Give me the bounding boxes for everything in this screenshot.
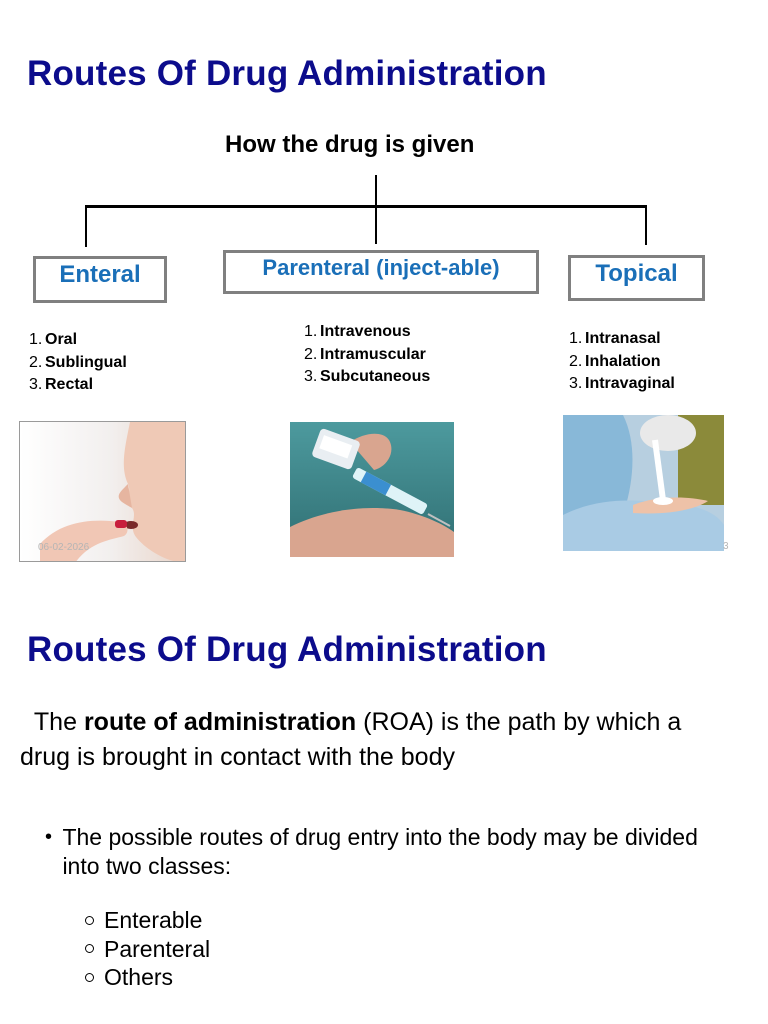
list-item: 1.Oral [29, 331, 78, 348]
category-box-parenteral: Parenteral (inject-able) [223, 250, 539, 294]
list-item: 1.Intravenous [304, 323, 411, 340]
page-number: 3 [723, 541, 729, 552]
bullet-text: The possible routes of drug entry into t… [62, 824, 698, 879]
parenteral-route-list: 1.Intravenous 2.Intramuscular 3.Subcutan… [304, 321, 430, 389]
list-item: 3.Rectal [29, 376, 94, 393]
circle-bullet-icon [85, 972, 94, 982]
list-item: 1.Intranasal [569, 330, 661, 347]
category-box-topical: Topical [568, 255, 705, 301]
category-label-enteral: Enteral [59, 261, 141, 288]
connector-right-vertical [645, 205, 647, 245]
category-box-enteral: Enteral [33, 256, 167, 303]
category-label-topical: Topical [595, 260, 678, 287]
topical-route-list: 1.Intranasal 2.Inhalation 3.Intravaginal [569, 328, 675, 396]
list-item: Others [85, 963, 210, 992]
list-item: 2.Inhalation [569, 352, 661, 370]
list-item: 3.Subcutaneous [304, 368, 431, 385]
intro-rest: (ROA) is the path by which a drug is bro… [20, 708, 682, 771]
route-classes-list: Enterable Parenteral Others [85, 906, 210, 992]
list-item: Enterable [85, 906, 210, 935]
pill-photo: 06-02-2026 [19, 421, 186, 562]
intro-prefix: The [33, 708, 84, 736]
list-item: 2.Sublingual [29, 353, 127, 371]
bullet-dot-icon: • [45, 826, 53, 848]
lotion-photo [563, 415, 724, 551]
intro-bold-term: route of administration [83, 708, 357, 736]
roa-definition: The route of administration (ROA) is the… [20, 705, 720, 775]
syringe-photo [290, 422, 454, 557]
date-stamp: 06-02-2026 [38, 542, 90, 553]
connector-root-vertical [375, 175, 377, 244]
category-label-parenteral: Parenteral (inject-able) [262, 255, 500, 280]
list-item: 2.Intramuscular [304, 345, 426, 363]
list-item: 3.Intravaginal [569, 375, 675, 392]
bullet-item: • The possible routes of drug entry into… [45, 823, 705, 880]
slide1-title: Routes Of Drug Administration [27, 54, 547, 93]
circle-bullet-icon [85, 915, 94, 925]
connector-left-vertical [85, 205, 87, 247]
connector-horizontal [85, 205, 647, 208]
slide2-title: Routes Of Drug Administration [27, 630, 547, 669]
enteral-route-list: 1.Oral 2.Sublingual 3.Rectal [29, 329, 127, 397]
diagram-root-label: How the drug is given [225, 131, 475, 158]
list-item: Parenteral [85, 935, 210, 964]
circle-bullet-icon [85, 944, 94, 954]
